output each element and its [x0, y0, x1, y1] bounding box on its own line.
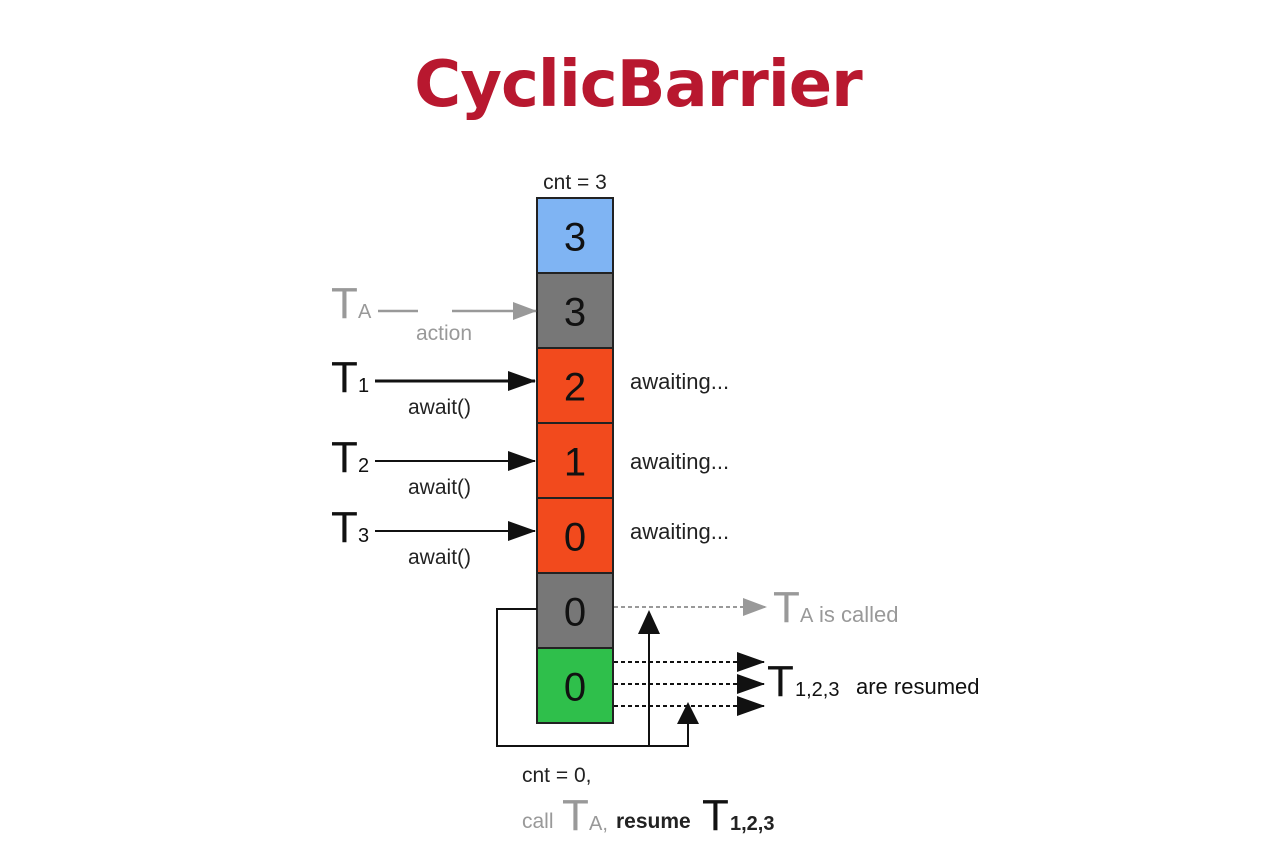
counter-cell-value: 3 [564, 291, 586, 335]
counter-cell-value: 0 [564, 666, 586, 710]
thread-sub: 3 [358, 525, 369, 547]
counter-column: 3 3 2 1 0 0 0 [536, 197, 614, 724]
footer-ta-sub: A, [589, 813, 608, 835]
action-called: T A is called [614, 583, 898, 632]
footer-t-sub: 1,2,3 [730, 813, 774, 835]
counter-cell [536, 197, 614, 274]
footer-ta-letter: T [562, 791, 589, 840]
called-letter: T [773, 583, 800, 632]
counter-cell-value: 2 [564, 366, 586, 410]
footer-line-1: cnt = 0, [522, 764, 591, 787]
awaiting-status: awaiting... [630, 519, 729, 544]
thread-sub: 1 [358, 375, 369, 397]
resumed-text: are resumed [856, 674, 980, 699]
counter-cell [536, 647, 614, 724]
await-label: await() [408, 546, 471, 569]
loop-line [496, 608, 689, 747]
resumed-sub: 1,2,3 [795, 679, 839, 701]
awaiting-status: awaiting... [630, 369, 729, 394]
thread-letter: T [331, 433, 358, 482]
counter-cell-value: 0 [564, 591, 586, 635]
counter-cell-value: 0 [564, 516, 586, 560]
counter-cell [536, 347, 614, 424]
counter-cell-value: 1 [564, 441, 586, 485]
await-label: await() [408, 476, 471, 499]
called-sub: A [800, 605, 814, 627]
footer-t-letter: T [702, 791, 729, 840]
action-thread: T A action [331, 279, 537, 345]
thread-letter: T [331, 353, 358, 402]
counter-cell [536, 272, 614, 349]
await-label: await() [408, 396, 471, 419]
footer-resume: resume [616, 810, 691, 833]
action-thread-sub: A [358, 301, 372, 323]
called-text: is called [819, 602, 898, 627]
resumed-letter: T [767, 657, 794, 706]
counter-cell-value: 3 [564, 216, 586, 260]
loop-arrowhead-up [638, 610, 660, 634]
awaiting-status: awaiting... [630, 449, 729, 474]
thread-letter: T [331, 503, 358, 552]
footer-call: call [522, 810, 554, 833]
counter-label: cnt = 3 [543, 171, 607, 194]
action-thread-letter: T [331, 279, 358, 328]
footer-caption: cnt = 0, call T A, resume T 1,2,3 [522, 764, 774, 840]
loop-arrowhead-right [677, 702, 699, 724]
feedback-loop [496, 608, 699, 747]
diagram-title: CyclicBarrier [414, 48, 862, 122]
thread-sub: 2 [358, 455, 369, 477]
resume-arrows: T 1,2,3 are resumed [614, 652, 980, 716]
action-label: action [416, 322, 472, 345]
